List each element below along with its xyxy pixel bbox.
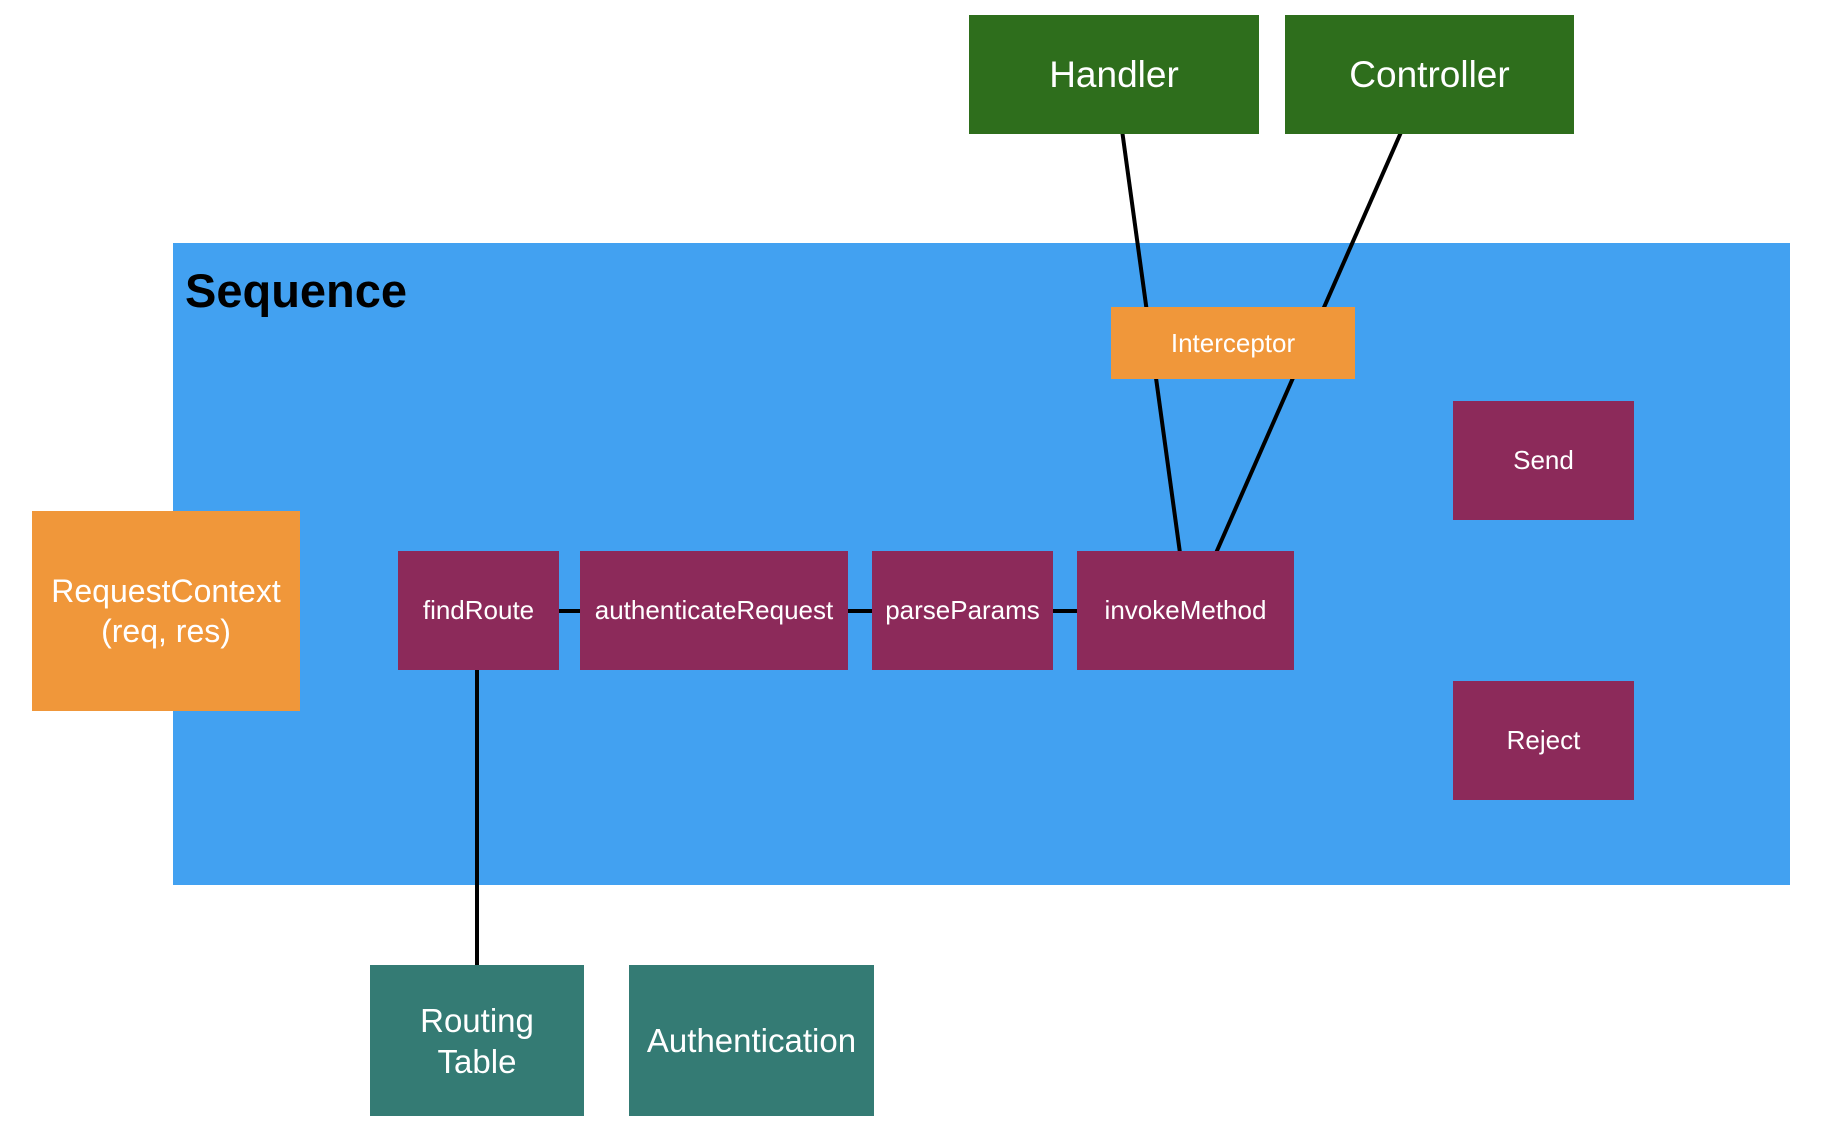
node-reject: Reject [1453, 681, 1634, 800]
node-authenticate-request: authenticateRequest [580, 551, 848, 670]
node-send: Send [1453, 401, 1634, 520]
node-routing-table: Routing Table [370, 965, 584, 1116]
node-authentication-label: Authentication [646, 1022, 857, 1059]
sequence-title: Sequence [185, 264, 408, 317]
node-invoke-method-label: invokeMethod [1104, 595, 1267, 625]
node-request-context: RequestContext (req, res) [32, 511, 300, 711]
node-handler-label: Handler [1049, 53, 1179, 95]
node-send-label: Send [1513, 445, 1574, 475]
node-find-route: findRoute [398, 551, 559, 670]
node-interceptor: Interceptor [1111, 307, 1355, 379]
node-controller: Controller [1285, 15, 1574, 134]
node-routing-table-label: Routing Table [420, 1001, 534, 1080]
node-parse-params-label: parseParams [885, 595, 1040, 625]
node-find-route-label: findRoute [422, 595, 535, 625]
node-controller-label: Controller [1349, 53, 1510, 95]
node-interceptor-label: Interceptor [1170, 327, 1296, 358]
node-reject-label: Reject [1506, 725, 1581, 755]
node-handler: Handler [969, 15, 1259, 134]
node-authenticate-request-label: authenticateRequest [594, 595, 834, 625]
node-invoke-method: invokeMethod [1077, 551, 1294, 670]
node-authentication: Authentication [629, 965, 874, 1116]
node-parse-params: parseParams [872, 551, 1053, 670]
node-request-context-label: RequestContext (req, res) [51, 573, 281, 649]
